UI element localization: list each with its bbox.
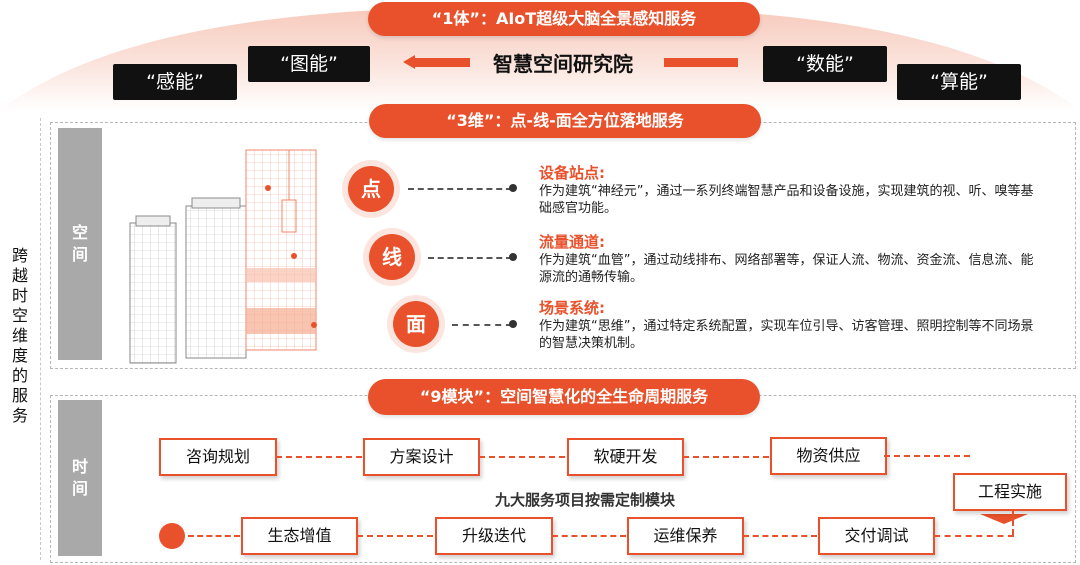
left-arrow-bar [414,58,470,67]
connector-line [428,257,512,259]
flow-end-dot [159,523,185,549]
badge-surface: 面 [393,301,439,347]
flow-dash-6 [552,535,626,537]
badge-point: 点 [348,166,394,212]
item-desc-surface: 作为建筑“思维”，通过特定系统配置，实现车位引导、访客管理、照明控制等不同场景的… [539,319,1034,351]
shuneng-box: “数能” [763,46,887,82]
modules-caption: 九大服务项目按需定制模块 [494,491,675,509]
flow-dash-3 [683,456,769,458]
turn-arrow [884,455,1028,524]
module-supply: 物资供应 [770,437,887,475]
building-illustration [129,149,317,364]
tuneng-box: “图能” [248,46,370,82]
three-dimension-pill: “3维”：点-线-面全方位落地服务 [369,104,761,138]
flow-dash-4-up [1012,511,1014,535]
module-delivery: 交付调试 [818,517,935,555]
connector-dot-point [509,184,517,192]
right-arrow-bar [664,58,738,67]
flow-dash-8 [188,535,240,537]
connector-dot-line [509,253,517,261]
flow-dash-2 [479,456,565,458]
flow-dash-7 [357,535,433,537]
module-upgrade: 升级迭代 [435,517,553,555]
module-design: 方案设计 [363,438,480,476]
module-ecosystem: 生态增值 [241,517,358,555]
item-title-line: 流量通道: [539,233,605,251]
connector-dot-surface [509,320,517,328]
module-construction: 工程实施 [953,473,1067,511]
flow-dash-5 [743,535,817,537]
left-arrow-head [403,55,415,69]
top-dome-background [0,6,1080,110]
aiot-pill: “1体”：AIoT超级大脑全景感知服务 [368,2,760,36]
ganeng-box: “感能” [113,64,237,100]
module-maintenance: 运维保养 [627,517,744,555]
module-consulting: 咨询规划 [159,438,277,476]
left-vertical-divider [40,118,41,560]
badge-line: 线 [369,234,415,280]
item-desc-point: 作为建筑“神经元”，通过一系列终端智慧产品和设备设施，实现建筑的视、听、嗅等基础… [539,184,1034,216]
item-title-surface: 场景系统: [539,299,605,317]
connector-surface [452,324,512,326]
item-desc-line: 作为建筑“血管”，通过动线排布、网络部署等，保证人流、物流、资金流、信息流、能源… [539,253,1034,285]
suanneng-box: “算能” [897,64,1021,100]
time-tab: 时间 [58,400,102,556]
space-tab: 空间 [58,128,102,360]
cross-dimension-label: 跨越时 空维度 的服务 [11,246,28,425]
module-dev: 软硬开发 [567,438,684,476]
nine-module-pill: “9模块”：空间智慧化的全生命周期服务 [368,379,760,415]
center-title: 智慧空间研究院 [493,52,633,76]
item-title-point: 设备站点: [539,164,605,182]
connector-point [408,188,512,190]
flow-dash-1 [276,456,362,458]
flow-dash-4 [934,535,1014,537]
